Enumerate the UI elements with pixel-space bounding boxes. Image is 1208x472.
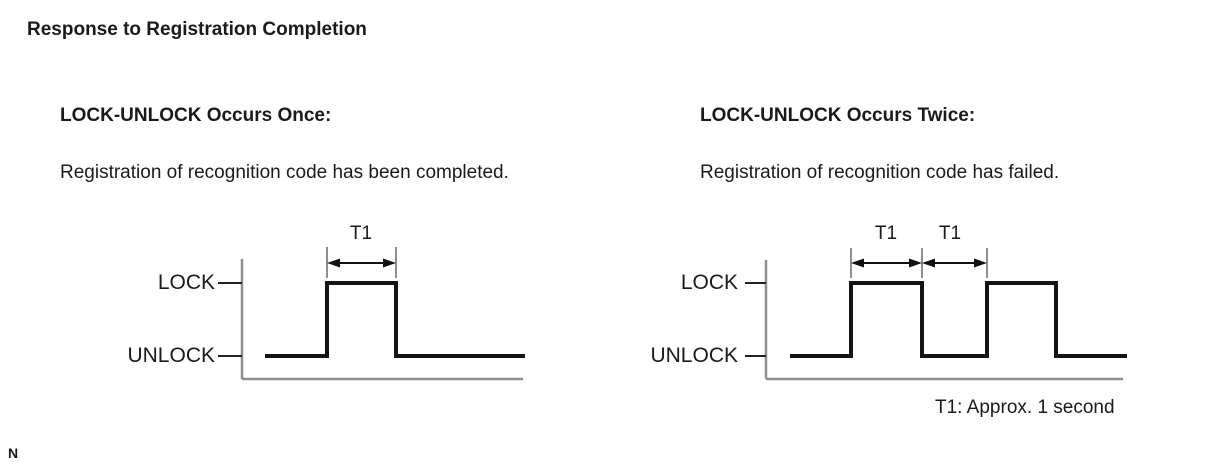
section-once-heading: LOCK-UNLOCK Occurs Once: xyxy=(60,105,332,126)
page-marker: N xyxy=(8,445,19,461)
waveform-once-graphic xyxy=(218,247,525,381)
section-twice-heading: LOCK-UNLOCK Occurs Twice: xyxy=(700,105,976,126)
timing-diagram-once: LOCK UNLOCK T1 xyxy=(100,220,540,392)
t1-first-duration-label: T1 xyxy=(874,223,898,244)
timing-diagram-twice: LOCK UNLOCK T1 T1 xyxy=(620,220,1180,392)
page-title: Response to Registration Completion xyxy=(27,19,367,40)
lock-unlock-signal-once xyxy=(265,281,525,358)
t1-dimension-marks xyxy=(850,248,988,278)
axis-frame xyxy=(764,260,1123,381)
axis-frame xyxy=(240,259,523,381)
lock-level-label: LOCK xyxy=(157,271,215,294)
lock-level-label: LOCK xyxy=(680,271,738,294)
t1-second-duration-label: T1 xyxy=(938,223,962,244)
waveform-twice-graphic xyxy=(745,248,1127,381)
unlock-level-label: UNLOCK xyxy=(127,344,215,367)
timing-note: T1: Approx. 1 second xyxy=(935,397,1115,418)
section-twice-description: Registration of recognition code has fai… xyxy=(700,162,1060,183)
lock-unlock-signal-twice xyxy=(790,281,1127,358)
t1-dimension-marks xyxy=(326,247,397,278)
unlock-level-label: UNLOCK xyxy=(650,344,738,367)
t1-duration-label: T1 xyxy=(349,223,373,244)
level-ticks xyxy=(218,282,242,357)
level-ticks xyxy=(745,282,766,357)
section-once-description: Registration of recognition code has bee… xyxy=(60,162,509,183)
